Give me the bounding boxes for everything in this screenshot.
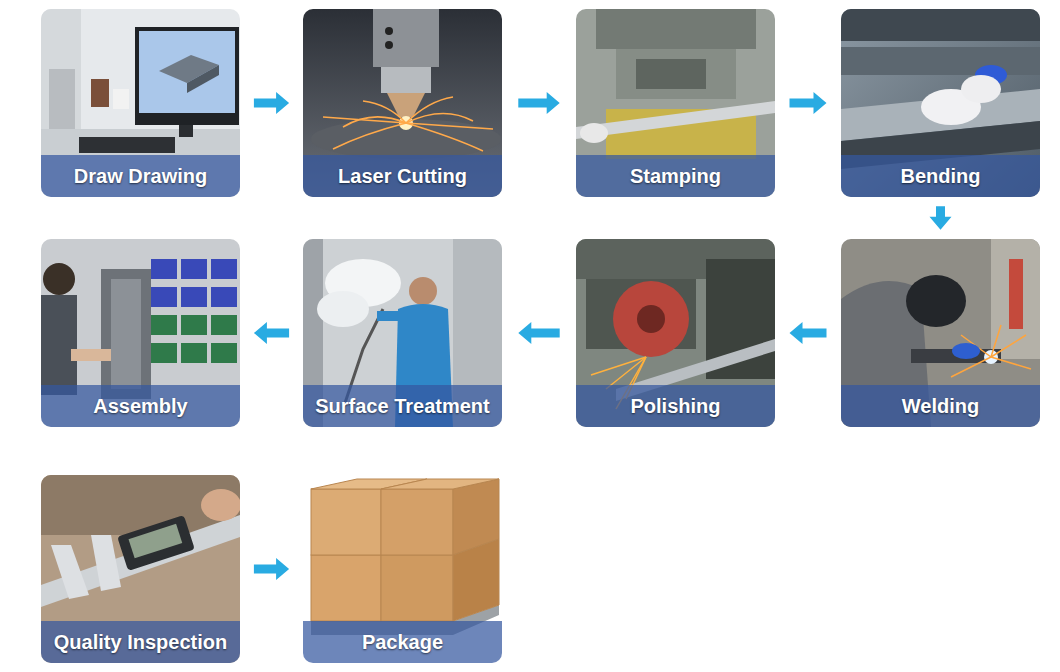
step-label: Surface Treatment bbox=[315, 395, 490, 418]
assembly-photo bbox=[41, 239, 240, 427]
step-label: Assembly bbox=[93, 395, 188, 418]
label-band: Assembly bbox=[41, 385, 240, 427]
label-band: Bending bbox=[841, 155, 1040, 197]
bending-photo bbox=[841, 9, 1040, 197]
caliper-photo bbox=[41, 475, 240, 663]
process-tile: Stamping bbox=[576, 9, 775, 197]
step-label: Quality Inspection bbox=[54, 631, 227, 654]
flow-arrow bbox=[518, 322, 559, 344]
process-tile: Assembly bbox=[41, 239, 240, 427]
step-label: Welding bbox=[902, 395, 979, 418]
flow-arrow bbox=[790, 92, 827, 114]
package-photo bbox=[303, 475, 502, 663]
process-tile: Surface Treatment bbox=[303, 239, 502, 427]
step-label: Draw Drawing bbox=[74, 165, 207, 188]
label-band: Welding bbox=[841, 385, 1040, 427]
welding-photo bbox=[841, 239, 1040, 427]
flow-arrow bbox=[254, 92, 289, 114]
flow-arrow bbox=[254, 322, 289, 344]
flow-arrow bbox=[930, 206, 952, 230]
process-tile: Laser Cutting bbox=[303, 9, 502, 197]
flow-arrow bbox=[518, 92, 559, 114]
polishing-photo bbox=[576, 239, 775, 427]
stamping-photo bbox=[576, 9, 775, 197]
label-band: Stamping bbox=[576, 155, 775, 197]
label-band: Polishing bbox=[576, 385, 775, 427]
spraying-photo bbox=[303, 239, 502, 427]
office-photo bbox=[41, 9, 240, 197]
flow-arrow bbox=[790, 322, 827, 344]
process-tile: Draw Drawing bbox=[41, 9, 240, 197]
process-tile: Welding bbox=[841, 239, 1040, 427]
label-band: Quality Inspection bbox=[41, 621, 240, 663]
label-band: Draw Drawing bbox=[41, 155, 240, 197]
label-band: Package bbox=[303, 621, 502, 663]
step-label: Stamping bbox=[630, 165, 721, 188]
label-band: Surface Treatment bbox=[303, 385, 502, 427]
process-tile: Polishing bbox=[576, 239, 775, 427]
step-label: Laser Cutting bbox=[338, 165, 467, 188]
process-tile: Package bbox=[303, 475, 502, 663]
process-tile: Quality Inspection bbox=[41, 475, 240, 663]
step-label: Bending bbox=[901, 165, 981, 188]
label-band: Laser Cutting bbox=[303, 155, 502, 197]
flow-arrow bbox=[254, 558, 289, 580]
step-label: Package bbox=[362, 631, 443, 654]
step-label: Polishing bbox=[631, 395, 721, 418]
process-tile: Bending bbox=[841, 9, 1040, 197]
laser-photo bbox=[303, 9, 502, 197]
